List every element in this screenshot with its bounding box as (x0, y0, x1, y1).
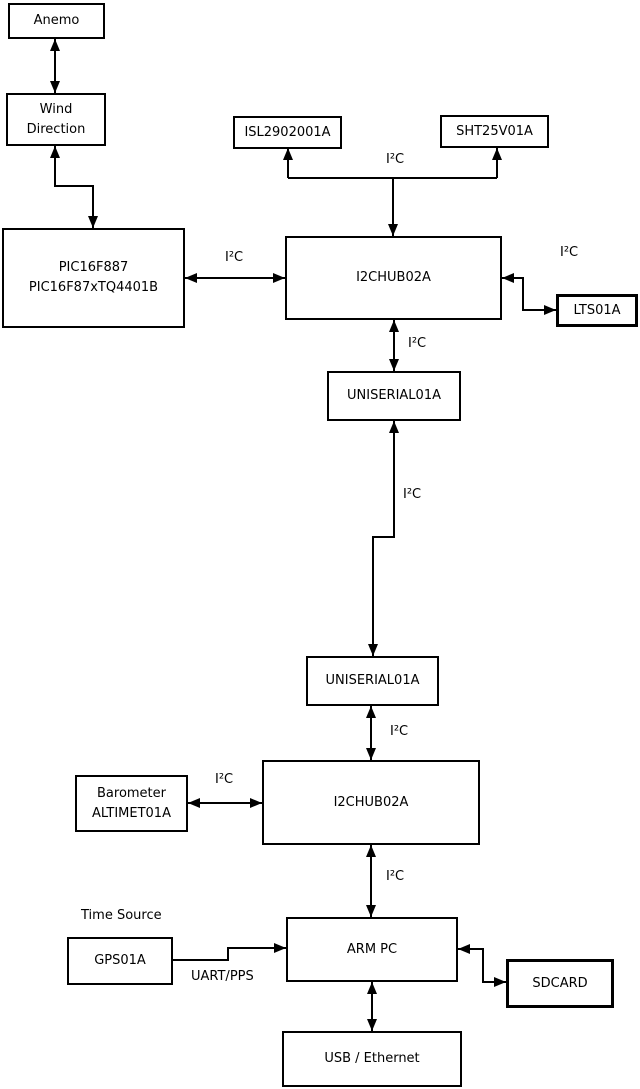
edge-armpc-sdcard (458, 944, 506, 987)
node-anemo: Anemo (8, 3, 105, 39)
node-isl2902001a: ISL2902001A (233, 116, 342, 149)
edge-label-i2c-pic-hub: I²C (225, 250, 244, 265)
edge-label-i2c-uniserial-link: I²C (403, 487, 422, 502)
node-lts01a: LTS01A (556, 294, 638, 327)
node-lts01a-label: LTS01A (573, 302, 621, 318)
edge-label-i2c-barometer: I²C (215, 772, 234, 787)
node-isl2902001a-label: ISL2902001A (244, 124, 331, 140)
edge-label-i2c-uniserial-hub2: I²C (390, 724, 409, 739)
node-sdcard-label: SDCARD (532, 975, 588, 991)
edge-label-i2c-hub-uniserial: I²C (408, 336, 427, 351)
node-barometer-line2: ALTIMET01A (92, 805, 171, 821)
node-uniserial01a-top: UNISERIAL01A (327, 371, 461, 421)
node-pic16f887-line2: PIC16F87xTQ4401B (28, 280, 159, 295)
node-sdcard: SDCARD (506, 959, 614, 1008)
edge-label-i2c-sensor-branch: I²C (386, 152, 405, 167)
edge-winddirection-pic (50, 146, 98, 228)
edge-label-i2c-lts: I²C (560, 245, 579, 260)
node-i2chub02a-bottom: I2CHUB02A (262, 760, 480, 845)
edge-i2chubtop-lts (502, 273, 556, 315)
node-arm-pc: ARM PC (286, 917, 458, 982)
node-pic16f887: PIC16F887 PIC16F87xTQ4401B (2, 228, 185, 328)
node-i2chub02a-top-label: I2CHUB02A (356, 270, 431, 285)
node-barometer-altimet01a: Barometer ALTIMET01A (75, 775, 188, 832)
node-wind-direction-line2: Direction (26, 121, 86, 137)
node-usb-ethernet: USB / Ethernet (282, 1031, 462, 1087)
node-i2chub02a-bottom-label: I2CHUB02A (333, 794, 409, 810)
node-uniserial01a-bottom: UNISERIAL01A (306, 656, 439, 706)
label-time-source: Time Source (81, 908, 162, 923)
node-wind-direction: Wind Direction (6, 93, 106, 146)
edge-gps-armpc (173, 943, 286, 961)
node-wind-direction-line1: Wind (39, 101, 73, 117)
node-i2chub02a-top: I2CHUB02A (285, 236, 502, 320)
node-barometer-line1: Barometer (97, 785, 166, 801)
node-pic16f887-line1: PIC16F887 (58, 260, 129, 275)
node-uniserial01a-top-label: UNISERIAL01A (347, 388, 441, 403)
node-anemo-label: Anemo (33, 13, 80, 28)
edge-label-uart-pps: UART/PPS (191, 969, 254, 984)
node-gps01a-label: GPS01A (94, 953, 146, 968)
node-gps01a: GPS01A (67, 937, 173, 985)
node-sht25v01a-label: SHT25V01A (456, 123, 533, 139)
node-uniserial01a-bottom-label: UNISERIAL01A (325, 673, 420, 688)
edge-uniserialtop-uniserialbottom (368, 421, 399, 656)
node-usb-ethernet-label: USB / Ethernet (324, 1051, 420, 1066)
node-arm-pc-label: ARM PC (346, 941, 398, 957)
edge-label-i2c-armpc: I²C (386, 869, 405, 884)
node-sht25v01a: SHT25V01A (440, 115, 549, 148)
